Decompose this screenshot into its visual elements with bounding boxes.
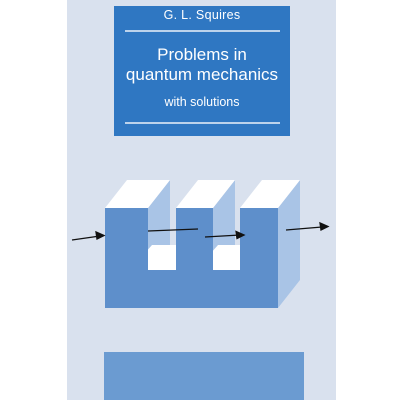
barrier-front-face: [105, 208, 278, 308]
incoming-arrow-head: [95, 230, 106, 240]
divider-top: [125, 30, 280, 32]
second-arrow-head: [235, 230, 246, 240]
barrier-top-face-3: [240, 180, 300, 208]
book-title: Problems in quantum mechanics: [114, 45, 290, 85]
second-arrow-line: [204, 234, 241, 238]
barrier-top-face-1: [105, 180, 170, 208]
title-line-1: Problems in: [157, 45, 247, 64]
divider-bottom: [125, 122, 280, 124]
author-name: G. L. Squires: [163, 8, 241, 22]
barrier-top-face-2: [176, 180, 235, 208]
outgoing-arrow-head: [319, 221, 330, 231]
through-arrow-line: [147, 228, 199, 232]
outgoing-arrow-line: [285, 226, 323, 231]
bottom-bar: [104, 352, 304, 400]
barrier-side-face-3: [278, 180, 300, 308]
title-line-2: quantum mechanics: [125, 65, 279, 84]
book-subtitle: with solutions: [164, 95, 240, 109]
incoming-arrow-line: [71, 235, 101, 241]
title-box: [114, 6, 290, 136]
